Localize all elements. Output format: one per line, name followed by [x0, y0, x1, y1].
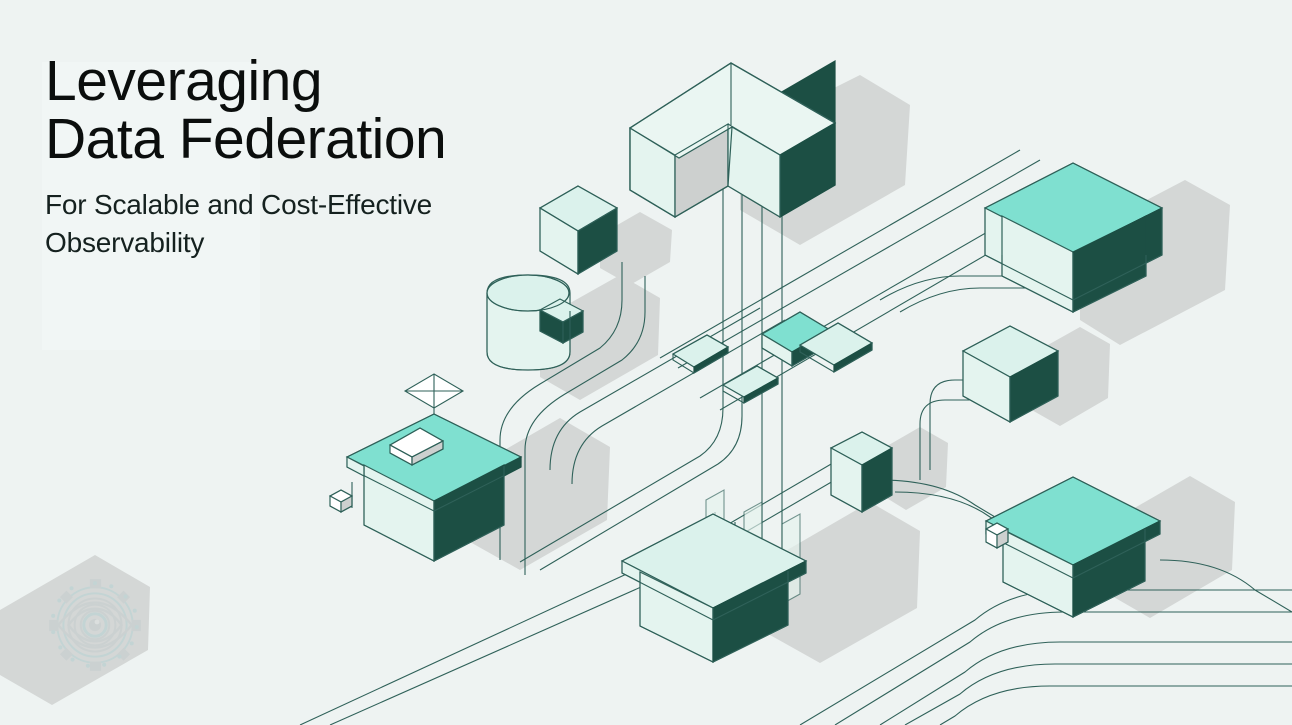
object-building-right-top	[983, 162, 1164, 313]
object-cylinder-database	[486, 274, 585, 371]
object-small-cube-left	[538, 185, 619, 276]
text-block: Leveraging Data Federation For Scalable …	[45, 52, 605, 262]
object-building-bottom-center	[620, 513, 808, 663]
object-cube-right-mid	[961, 325, 1060, 424]
object-building-left	[328, 373, 523, 562]
object-l-block-top	[628, 59, 837, 219]
object-building-bottom-right	[984, 476, 1162, 618]
eye-gear-emblem-icon	[49, 579, 141, 671]
page-title: Leveraging Data Federation	[45, 49, 447, 172]
pipeline-ribbons	[299, 149, 1292, 725]
page-subtitle: For Scalable and Cost-Effective Observab…	[45, 189, 433, 259]
object-cube-center-low	[829, 431, 894, 514]
object-slabs-center	[671, 311, 874, 405]
